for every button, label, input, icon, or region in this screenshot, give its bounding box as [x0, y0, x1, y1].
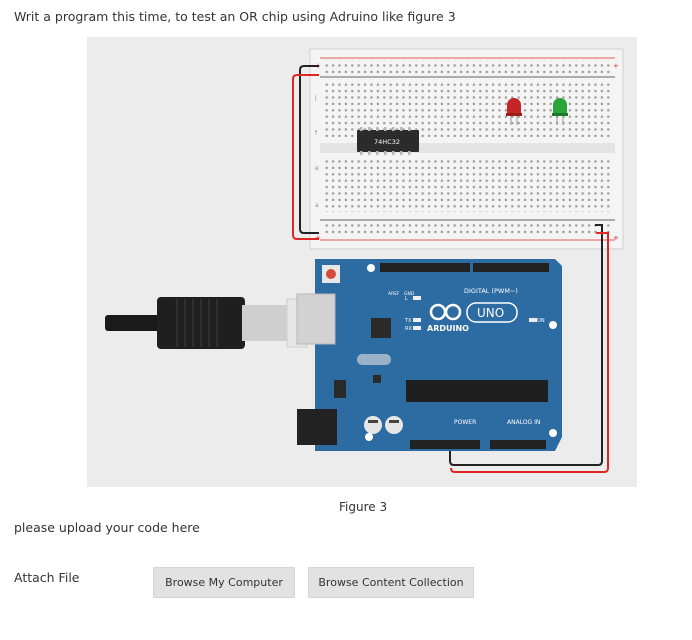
browse-my-computer-button[interactable]: Browse My Computer: [153, 567, 295, 598]
green-led: [552, 98, 568, 125]
svg-text:f: f: [315, 130, 318, 137]
rx-label: RX: [405, 326, 412, 332]
usb-cable: [105, 297, 308, 349]
circuit-diagram: j f e a + + + + 74HC32: [105, 48, 624, 473]
analog-label: ANALOG IN: [507, 419, 540, 426]
svg-text:j: j: [314, 94, 317, 101]
aref-label: AREF: [388, 291, 400, 297]
gnd-label: GND: [404, 291, 415, 297]
breadboard: j f e a + + + +: [309, 48, 624, 250]
power-label: POWER: [454, 419, 476, 426]
upload-instruction: please upload your code here: [14, 520, 200, 535]
svg-text:a: a: [315, 202, 319, 209]
arduino-label: ARDUINO: [427, 324, 469, 333]
uno-label: UNO: [477, 306, 504, 320]
tx-label: TX: [404, 318, 412, 324]
svg-text:+: +: [613, 62, 619, 70]
question-text: Writ a program this time, to test an OR …: [14, 9, 456, 24]
digital-label: DIGITAL (PWM~): [464, 287, 518, 295]
power-wires: [292, 65, 609, 473]
figure-3-image: j f e a + + + + 74HC32: [87, 37, 637, 487]
attach-file-label: Attach File: [14, 570, 80, 585]
svg-text:e: e: [315, 165, 319, 172]
arduino-uno-board: DIGITAL (PWM~) UNO ARDUINO L TX RX ON: [296, 259, 562, 451]
figure-caption: Figure 3: [339, 500, 388, 514]
browse-content-collection-button[interactable]: Browse Content Collection: [308, 567, 474, 598]
or-chip-74hc32: 74HC32: [357, 127, 419, 155]
svg-text:+: +: [613, 234, 619, 242]
arduino-logo-icon: [429, 303, 462, 321]
chip-label: 74HC32: [374, 138, 400, 146]
on-label: ON: [537, 318, 545, 324]
l-label: L: [405, 296, 408, 302]
red-led: [506, 98, 522, 125]
